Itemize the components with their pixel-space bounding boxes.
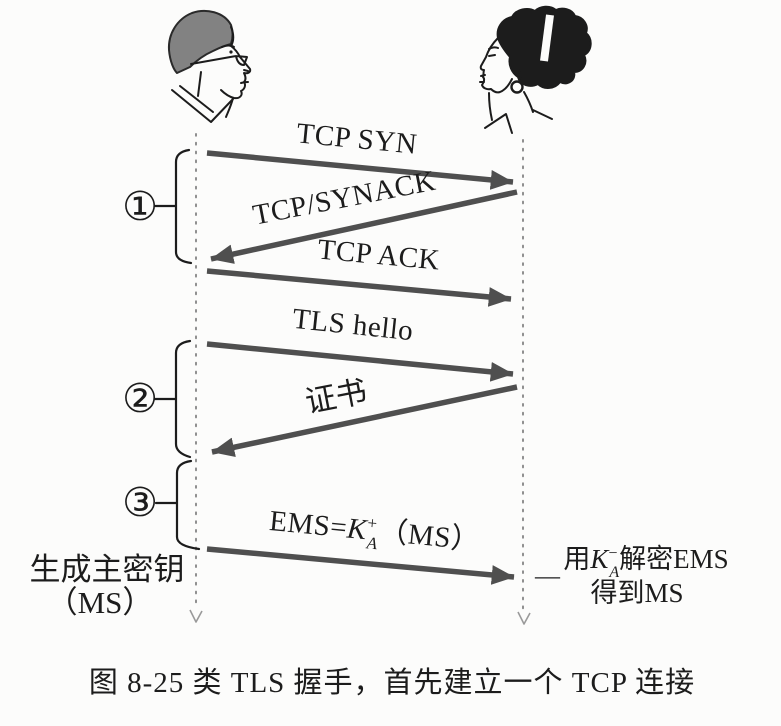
client-timeline <box>189 133 203 623</box>
server-note-line2: 得到MS <box>590 578 683 608</box>
server-neck-front <box>488 92 493 121</box>
step-2-brace <box>153 339 192 459</box>
client-eye <box>229 50 233 54</box>
client-timeline-arrow-icon <box>189 609 203 623</box>
ems-arrow <box>206 546 515 585</box>
server-ear <box>513 68 522 80</box>
tcp-synack-label: TCP/SYNACK <box>250 165 438 232</box>
client-glasses-icon <box>190 55 248 66</box>
client-neck-back <box>197 71 202 97</box>
server-collar <box>484 109 553 134</box>
server-note-key: K <box>589 544 610 574</box>
figure-caption: 图 8-25 类 TLS 握手，首先建立一个 TCP 连接 <box>89 666 695 699</box>
message-certificate: 证书 <box>211 374 518 458</box>
client-person-icon <box>167 9 252 123</box>
server-timeline <box>517 139 531 625</box>
step-2-bracket: ② <box>122 339 192 459</box>
tcp-synack-arrow <box>210 189 518 264</box>
server-timeline-arrow-icon <box>517 611 531 625</box>
server-note-suffix: 解密EMS <box>619 544 729 574</box>
server-headband <box>540 14 554 62</box>
step-1-brace <box>153 148 193 265</box>
ems-label-sup: + <box>367 513 379 533</box>
client-note-line1: 生成主密钥 <box>30 552 185 587</box>
message-ems: EMS=K+A（MS） <box>206 504 515 585</box>
certificate-label: 证书 <box>302 374 370 420</box>
server-note-prefix: 用 <box>563 544 590 574</box>
tcp-ack-arrow <box>206 268 512 307</box>
ems-label-key: K <box>345 512 370 546</box>
server-person-icon <box>479 5 592 134</box>
tls-hello-arrow <box>206 341 514 382</box>
ems-label-prefix: EMS= <box>268 505 349 544</box>
server-note-sup: − <box>608 545 617 562</box>
step-3-bracket: ③ <box>122 459 201 551</box>
client-brow <box>221 44 235 48</box>
server-note-dash: — <box>534 563 561 590</box>
ems-label-sub: A <box>365 533 379 553</box>
server-note-line1: 用K− A解密EMS <box>563 544 728 581</box>
step-2-number: ② <box>122 376 158 422</box>
client-collar <box>171 85 234 123</box>
step-3-number: ③ <box>122 480 158 526</box>
step-1-number: ① <box>122 184 158 230</box>
tcp-ack-label: TCP ACK <box>316 233 441 276</box>
client-note: 生成主密钥 （MS） <box>30 552 185 620</box>
client-mouth <box>240 69 249 84</box>
message-tcp-ack: TCP ACK <box>206 233 512 307</box>
message-tcp-syn: TCP SYN <box>206 117 514 190</box>
server-note: — 用K− A解密EMS 得到MS <box>534 544 729 608</box>
tcp-syn-arrow <box>206 150 514 190</box>
certificate-arrow <box>211 384 518 458</box>
server-note-sub: A <box>608 564 619 581</box>
ems-label: EMS=K+A（MS） <box>267 504 481 563</box>
message-tls-hello: TLS hello <box>206 303 514 382</box>
ems-label-suffix: （MS） <box>377 515 482 557</box>
server-neck-back <box>523 91 534 113</box>
server-mouth <box>479 74 486 83</box>
server-face <box>479 37 513 94</box>
server-earring-icon <box>510 80 524 94</box>
step-3-brace <box>154 459 201 551</box>
tls-hello-label: TLS hello <box>291 303 415 348</box>
client-hair <box>167 9 234 74</box>
step-1-bracket: ① <box>122 148 193 265</box>
server-eye <box>488 46 499 57</box>
client-note-line2: （MS） <box>47 585 154 620</box>
tcp-syn-label: TCP SYN <box>295 117 418 160</box>
